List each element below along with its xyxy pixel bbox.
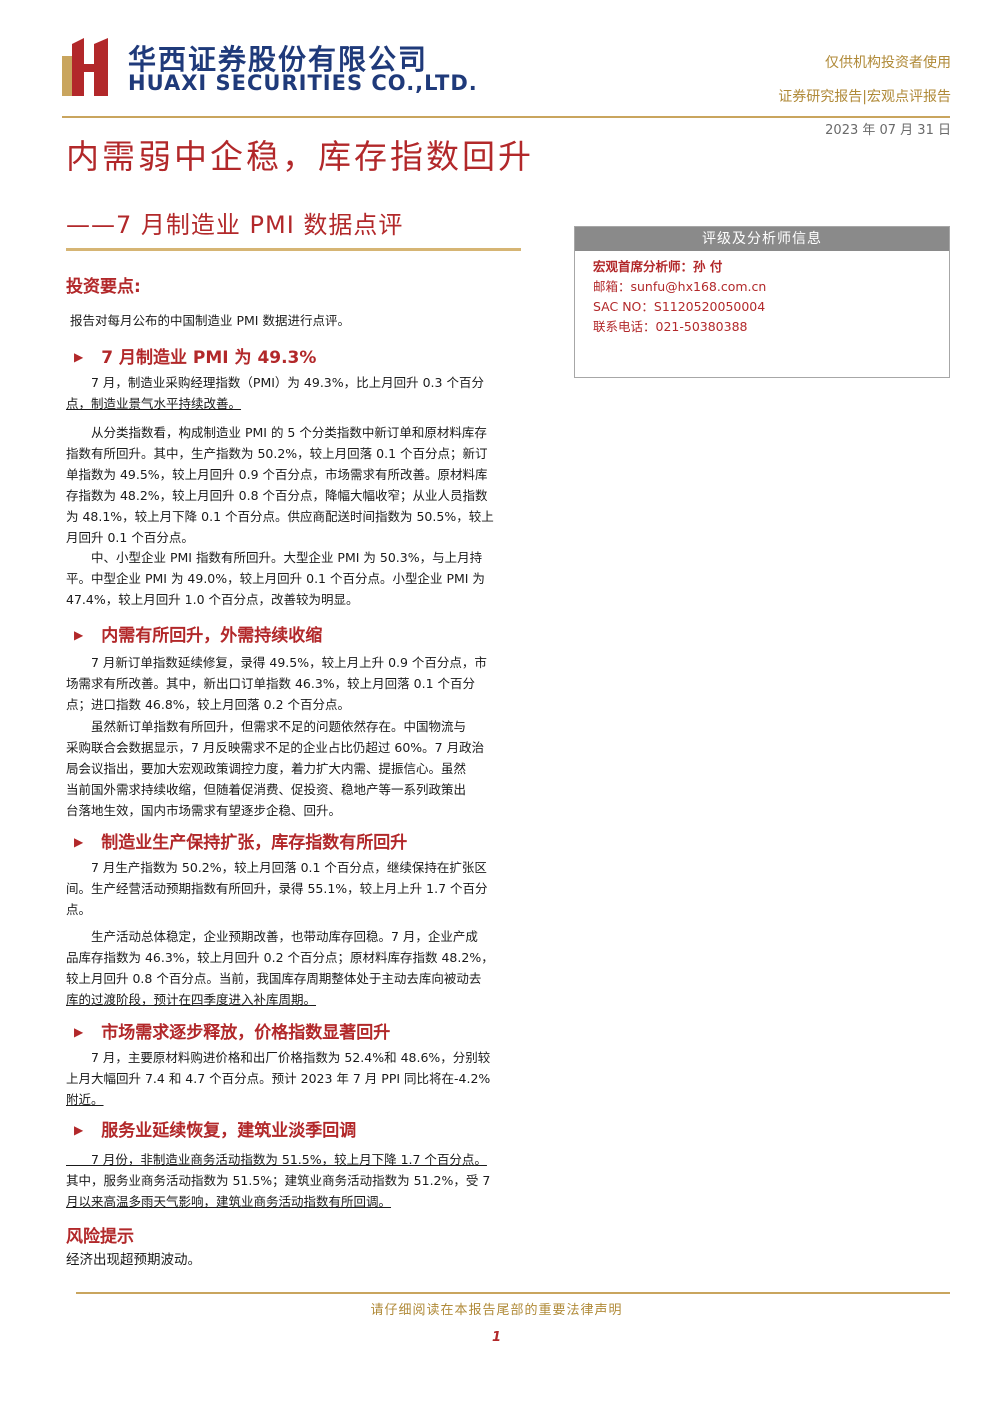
triangle-bullet-icon: ▶ xyxy=(74,1025,84,1039)
section-heading: ▶7 月制造业 PMI 为 49.3% xyxy=(74,348,317,368)
analyst-name: 宏观首席分析师：孙 付 xyxy=(593,259,723,274)
analyst-box-title: 评级及分析师信息 xyxy=(575,227,949,251)
section-paragraph: 7 月份，非制造业商务活动指数为 51.5%，较上月下降 1.7 个百分点。 其… xyxy=(66,1152,491,1209)
section-paragraph: 7 月，主要原材料购进价格和出厂价格指数为 52.4%和 48.6%，分别较 上… xyxy=(66,1050,491,1107)
section-heading: ▶服务业延续恢复，建筑业淡季回调 xyxy=(74,1121,357,1141)
report-subtitle: ——7 月制造业 PMI 数据点评 xyxy=(66,211,404,239)
company-name-cn: 华西证券股份有限公司 xyxy=(128,43,429,76)
analyst-sac: SAC NO：S1120520050004 xyxy=(593,299,766,314)
section-paragraph: 7 月，制造业采购经理指数（PMI）为 49.3%，比上月回升 0.3 个百分 … xyxy=(66,375,484,411)
section-paragraph: 7 月生产指数为 50.2%，较上月回落 0.1 个百分点，继续保持在扩张区 间… xyxy=(66,860,488,917)
audience-label: 仅供机构投资者使用 xyxy=(825,55,951,71)
risk-text: 经济出现超预期波动。 xyxy=(66,1252,201,1268)
analyst-phone: 联系电话：021-50380388 xyxy=(593,319,748,334)
triangle-bullet-icon: ▶ xyxy=(74,835,84,849)
section-paragraph: 生产活动总体稳定，企业预期改善，也带动库存回稳。7 月，企业产成 品库存指数为 … xyxy=(66,929,494,1007)
analyst-email: 邮箱：sunfu@hx168.com.cn xyxy=(593,279,767,294)
report-date: 2023 年 07 月 31 日 xyxy=(825,123,951,138)
section-paragraph: 从分类指数看，构成制造业 PMI 的 5 个分类指数中新订单和原材料库存 指数有… xyxy=(66,425,494,545)
company-name-en: HUAXI SECURITIES CO.,LTD. xyxy=(128,71,478,95)
subtitle-divider xyxy=(66,248,521,251)
section-heading: ▶市场需求逐步释放，价格指数显著回升 xyxy=(74,1023,391,1043)
triangle-bullet-icon: ▶ xyxy=(74,350,84,364)
section-paragraph: 7 月新订单指数延续修复，录得 49.5%，较上月上升 0.9 个百分点，市 场… xyxy=(66,655,487,712)
section-paragraph: 中、小型企业 PMI 指数有所回升。大型企业 PMI 为 50.3%，与上月持 … xyxy=(66,550,485,607)
section-heading: ▶内需有所回升，外需持续收缩 xyxy=(74,626,323,646)
page-number: 1 xyxy=(491,1330,502,1345)
triangle-bullet-icon: ▶ xyxy=(74,1123,84,1137)
company-logo-icon xyxy=(62,38,108,96)
report-type-label: 证券研究报告|宏观点评报告 xyxy=(778,89,951,105)
header-divider xyxy=(62,116,950,118)
invest-points-title: 投资要点: xyxy=(66,277,141,297)
footer-divider xyxy=(76,1292,950,1294)
risk-title: 风险提示 xyxy=(66,1227,134,1247)
invest-intro: 报告对每月公布的中国制造业 PMI 数据进行点评。 xyxy=(70,313,350,328)
analyst-info-box: 评级及分析师信息 宏观首席分析师：孙 付 邮箱：sunfu@hx168.com.… xyxy=(574,226,950,378)
report-title: 内需弱中企稳，库存指数回升 xyxy=(66,137,534,176)
section-paragraph: 虽然新订单指数有所回升，但需求不足的问题依然存在。中国物流与 采购联合会数据显示… xyxy=(66,719,485,818)
legal-notice: 请仔细阅读在本报告尾部的重要法律声明 xyxy=(370,1303,623,1318)
triangle-bullet-icon: ▶ xyxy=(74,628,84,642)
section-heading: ▶制造业生产保持扩张，库存指数有所回升 xyxy=(74,833,408,853)
